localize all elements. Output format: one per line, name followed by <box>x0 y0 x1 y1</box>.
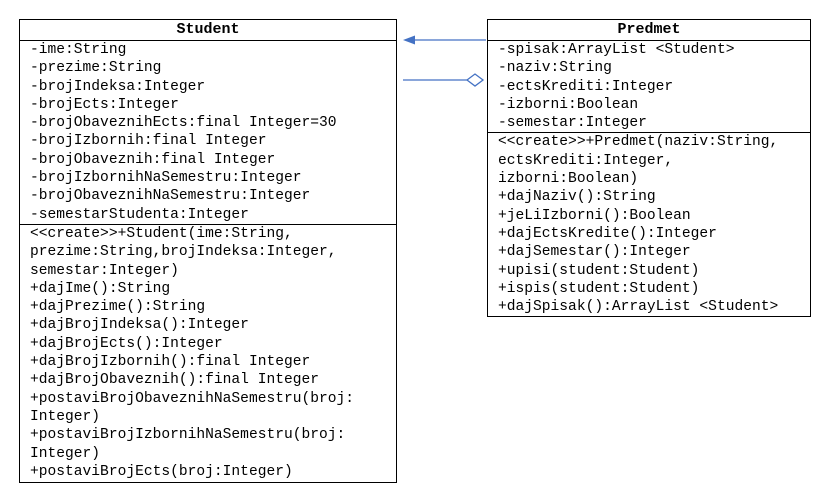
student-attribute: -prezime:String <box>30 60 162 77</box>
student-operation: +postaviBrojIzbornihNaSemestru(broj: <box>30 427 346 444</box>
student-operation: +dajBrojIndeksa():Integer <box>30 317 249 334</box>
student-attribute: -semestarStudenta:Integer <box>30 206 249 223</box>
predmet-operation: +dajSpisak():ArrayList <Student> <box>498 299 779 316</box>
predmet-operation: ectsKrediti:Integer, <box>498 152 674 169</box>
student-operation: Integer) <box>30 408 101 425</box>
student-class-name: Student <box>20 20 396 41</box>
predmet-attribute: -naziv:String <box>498 60 612 77</box>
student-operation: <<create>>+Student(ime:String, <box>30 225 293 242</box>
student-operation: Integer) <box>30 445 101 462</box>
student-operation: +dajBrojObaveznih():final Integer <box>30 372 320 389</box>
student-attribute: -brojIzbornih:final Integer <box>30 133 267 150</box>
student-attribute: -brojIndeksa:Integer <box>30 78 206 95</box>
student-operation: +dajBrojEcts():Integer <box>30 335 223 352</box>
predmet-class-name: Predmet <box>488 20 810 41</box>
predmet-operation: +dajNaziv():String <box>498 189 656 206</box>
student-class: Student -ime:String-prezime:String-brojI… <box>19 19 397 483</box>
predmet-attributes: -spisak:ArrayList <Student> -naziv:String… <box>488 41 810 132</box>
predmet-operation: <<create>>+Predmet(naziv:String, <box>498 134 779 151</box>
predmet-operations: <<create>>+Predmet(naziv:String,ectsKred… <box>488 132 810 316</box>
student-attribute: -ime:String <box>30 42 127 58</box>
student-attributes: -ime:String -prezime:String-brojIndeksa:I… <box>20 41 396 224</box>
student-attribute: -brojIzbornihNaSemestru:Integer <box>30 170 302 187</box>
student-operation: +dajIme():String <box>30 280 171 297</box>
student-attribute: -brojObaveznihNaSemestru:Integer <box>30 188 311 205</box>
predmet-operation: +dajEctsKredite():Integer <box>498 225 717 242</box>
predmet-class: Predmet -spisak:ArrayList <Student> -nazi… <box>487 19 811 317</box>
predmet-operation: +jeLiIzborni():Boolean <box>498 207 691 224</box>
student-operation: prezime:String,brojIndeksa:Integer, <box>30 244 337 261</box>
aggregation-connector <box>403 73 485 87</box>
predmet-operation: +upisi(student:Student) <box>498 262 700 279</box>
predmet-attribute: -spisak:ArrayList <Student> <box>498 42 735 58</box>
predmet-attribute: -semestar:Integer <box>498 115 647 132</box>
student-operation: +dajBrojIzbornih():final Integer <box>30 354 311 371</box>
predmet-operation: +ispis(student:Student) <box>498 280 700 297</box>
student-attribute: -brojObaveznih:final Integer <box>30 151 276 168</box>
association-arrow <box>403 35 486 45</box>
student-operations: <<create>>+Student(ime:String, prezime:St… <box>20 223 396 481</box>
student-attribute: -brojObaveznihEcts:final Integer=30 <box>30 115 337 132</box>
student-operation: +postaviBrojEcts(broj:Integer) <box>30 463 293 480</box>
student-operation: semestar:Integer) <box>30 262 179 279</box>
predmet-operation: +dajSemestar():Integer <box>498 244 691 261</box>
predmet-attribute: -izborni:Boolean <box>498 96 639 113</box>
student-attribute: -brojEcts:Integer <box>30 96 179 113</box>
student-operation: +postaviBrojObaveznihNaSemestru(broj: <box>30 390 355 407</box>
predmet-operation: izborni:Boolean) <box>498 171 639 188</box>
predmet-attribute: -ectsKrediti:Integer <box>498 78 674 95</box>
student-operation: +dajPrezime():String <box>30 299 206 316</box>
